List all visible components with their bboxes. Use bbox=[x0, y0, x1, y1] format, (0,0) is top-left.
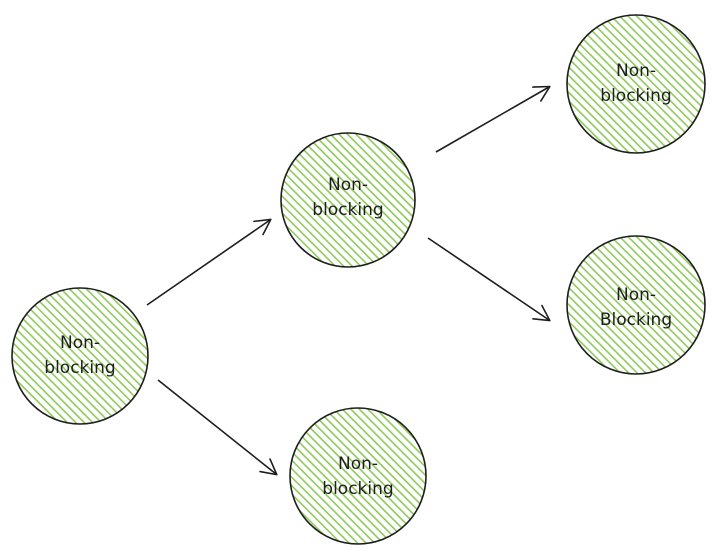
node-label-line-1: Non- bbox=[616, 61, 656, 81]
node-label-line-1: Non- bbox=[338, 454, 378, 474]
node-circle bbox=[280, 132, 416, 268]
node-label-line-2: blocking bbox=[600, 86, 671, 106]
node-label-line-1: Non- bbox=[60, 333, 100, 353]
node-label-line-2: blocking bbox=[312, 200, 383, 220]
nodes: Non- blocking Non- blocking Non- blockin… bbox=[11, 14, 706, 545]
node-middle-top: Non- blocking bbox=[280, 132, 416, 268]
node-right-top: Non- blocking bbox=[566, 14, 706, 154]
node-label-line-1: Non- bbox=[616, 285, 656, 305]
node-label-line-2: blocking bbox=[44, 358, 115, 378]
node-circle bbox=[566, 14, 706, 154]
edge-middle-top-to-right-middle bbox=[427, 237, 551, 322]
node-right-middle: Non- Blocking bbox=[566, 235, 706, 375]
node-bottom: Non- blocking bbox=[289, 407, 427, 545]
node-label-line-1: Non- bbox=[328, 175, 368, 195]
node-circle bbox=[566, 235, 706, 375]
edge-middle-top-to-right-top bbox=[435, 85, 551, 153]
node-root: Non- blocking bbox=[11, 287, 149, 425]
edge-root-to-bottom bbox=[157, 379, 278, 476]
node-label-line-2: Blocking bbox=[600, 310, 672, 330]
node-circle bbox=[289, 407, 427, 545]
node-circle bbox=[11, 287, 149, 425]
edges bbox=[146, 85, 551, 476]
node-label-line-2: blocking bbox=[322, 479, 393, 499]
edge-root-to-middle-top bbox=[146, 218, 272, 306]
